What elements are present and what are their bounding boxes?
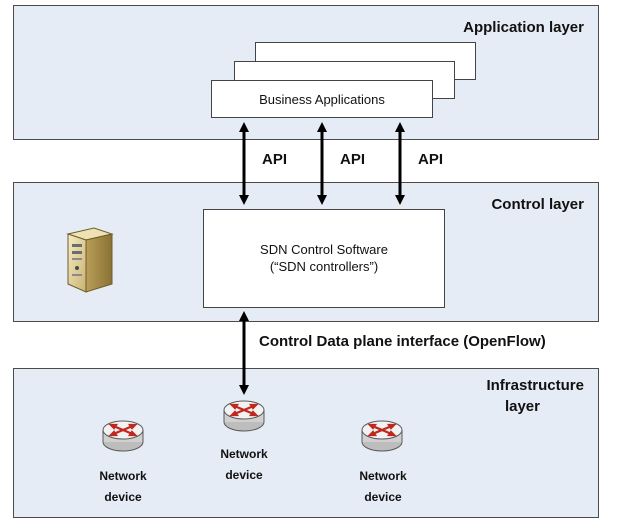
infrastructure-layer-title-line2: layer xyxy=(504,398,540,415)
sdn-control-software-label: SDN Control Software xyxy=(260,242,388,257)
api-label-2: API xyxy=(340,151,366,168)
network-device-label-1: Network device xyxy=(99,469,147,504)
router-icon xyxy=(101,416,145,459)
control-layer-title: Control layer xyxy=(491,196,584,213)
sdn-controllers-label: (“SDN controllers”) xyxy=(269,259,379,274)
openflow-interface-label: Control Data plane interface (OpenFlow) xyxy=(259,333,546,350)
network-device-label-2: Network device xyxy=(220,447,268,482)
api-label-1: API xyxy=(262,151,288,168)
business-applications-label: Business Applications xyxy=(259,92,385,107)
router-icon xyxy=(360,416,404,459)
router-icon xyxy=(222,396,266,439)
server-tower-icon xyxy=(64,224,116,301)
infrastructure-layer-title: Infrastructure xyxy=(486,377,584,394)
sdn-control-software-box: SDN Control Software (“SDN controllers”) xyxy=(203,209,445,308)
api-label-3: API xyxy=(418,151,444,168)
business-applications-box: Business Applications xyxy=(211,80,433,118)
application-layer-title: Application layer xyxy=(463,19,584,36)
network-device-label-3: Network device xyxy=(359,469,407,504)
